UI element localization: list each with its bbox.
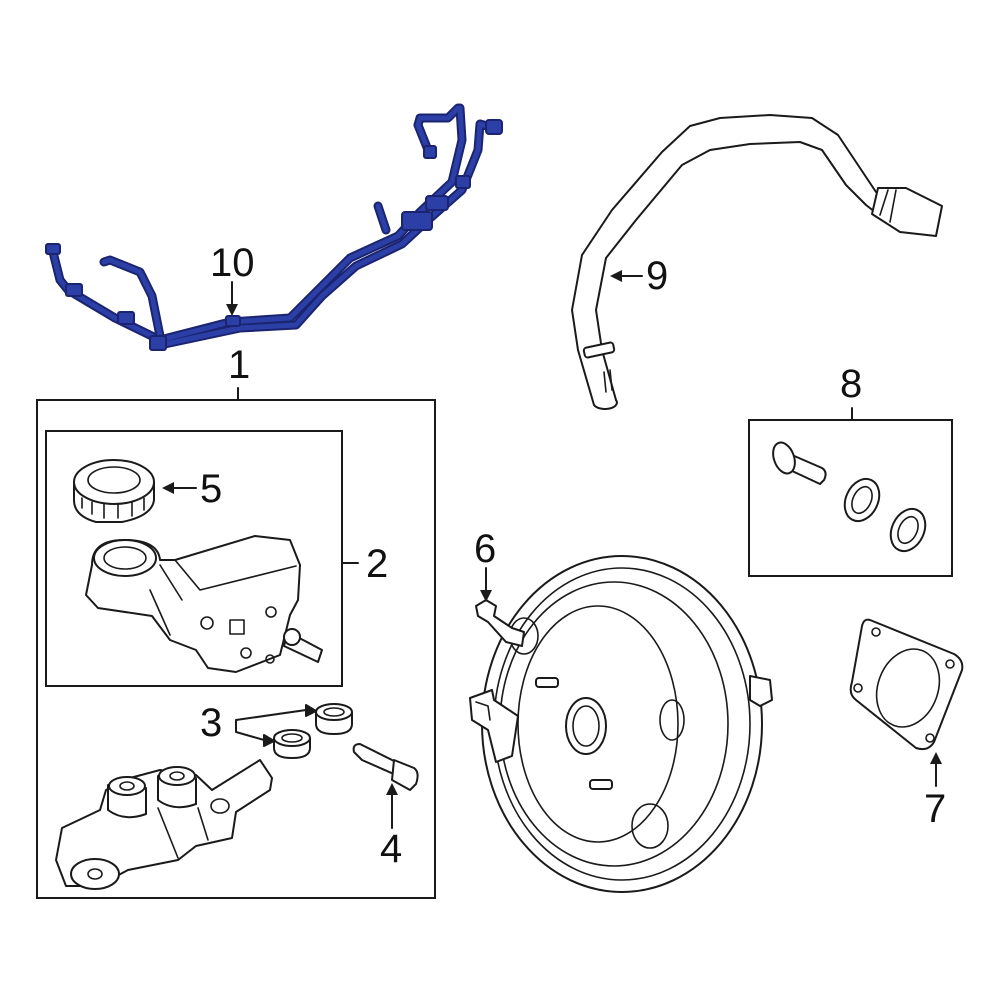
brake-fluid-reservoir[interactable] bbox=[85, 535, 323, 673]
callout-2: 2 bbox=[366, 542, 388, 586]
brake-master-cylinder[interactable] bbox=[55, 759, 273, 890]
callout-4: 4 bbox=[380, 827, 402, 871]
reservoir-retaining-pin[interactable] bbox=[352, 743, 419, 829]
callout-5: 5 bbox=[200, 467, 222, 511]
callout-8: 8 bbox=[840, 362, 862, 406]
check-valve[interactable] bbox=[475, 567, 525, 647]
vacuum-tube[interactable] bbox=[571, 114, 943, 410]
reservoir-grommets[interactable] bbox=[235, 703, 353, 759]
callout-7: 7 bbox=[924, 787, 946, 831]
grommet-upper[interactable] bbox=[315, 703, 353, 735]
brake-booster[interactable] bbox=[469, 555, 773, 893]
mounting-bolt[interactable] bbox=[769, 440, 827, 485]
callout-labels: 1 2 3 4 5 6 7 8 9 10 bbox=[200, 241, 946, 871]
callout-1: 1 bbox=[228, 343, 250, 387]
o-ring-seal-2[interactable] bbox=[884, 503, 932, 556]
callout-9: 9 bbox=[646, 254, 668, 298]
grommet-lower[interactable] bbox=[273, 729, 311, 759]
callout-6: 6 bbox=[474, 527, 496, 571]
leader-arrows bbox=[162, 270, 643, 494]
booster-gasket[interactable] bbox=[849, 618, 964, 787]
callout-3: 3 bbox=[200, 701, 222, 745]
callout-10: 10 bbox=[210, 241, 255, 285]
reservoir-cap[interactable] bbox=[73, 459, 155, 523]
vacuum-hose-assembly[interactable] bbox=[45, 103, 503, 351]
o-ring-seal-1[interactable] bbox=[838, 473, 886, 526]
